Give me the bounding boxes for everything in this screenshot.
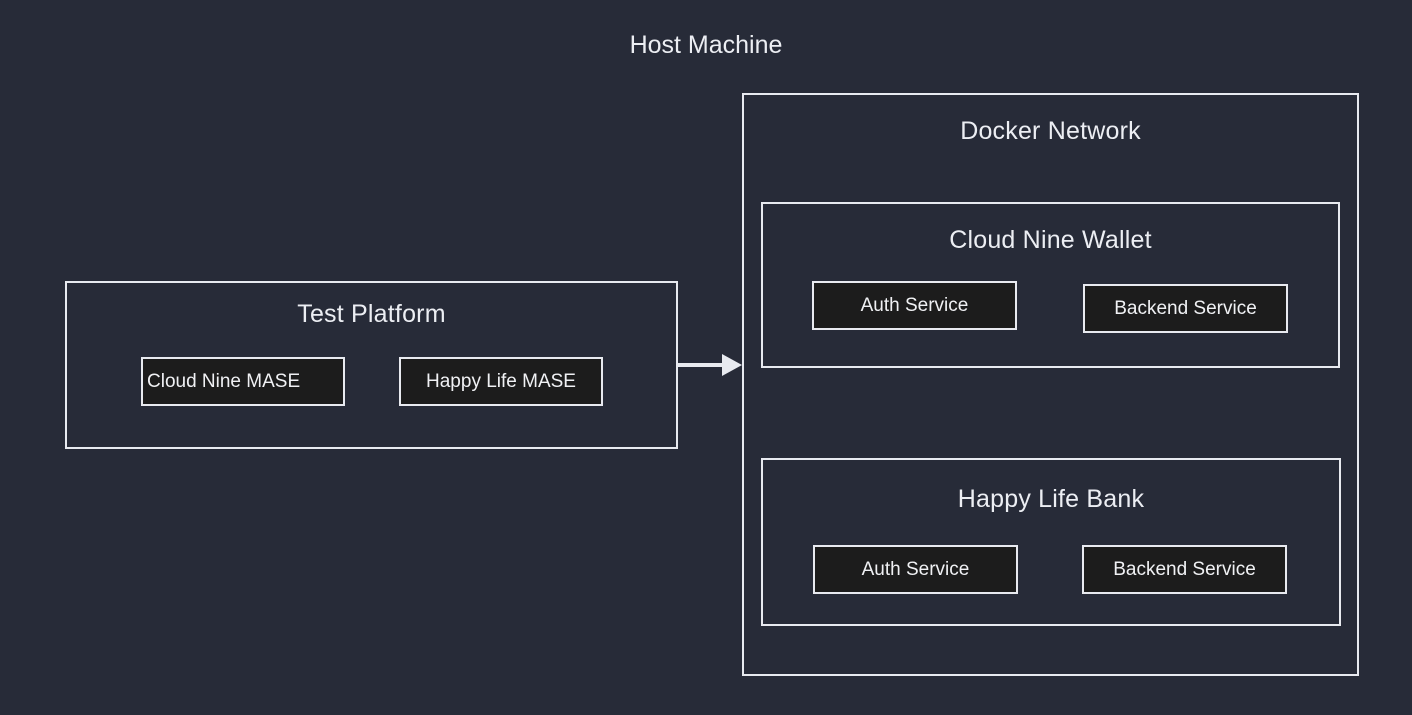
- docker-network-group: Docker Network: [742, 93, 1359, 676]
- host-machine-title: Host Machine: [629, 31, 783, 59]
- node-cloud-nine-mase[interactable]: Cloud Nine MASE: [141, 357, 345, 406]
- node-happy-life-mase-label: Happy Life MASE: [426, 370, 576, 392]
- node-happy-life-mase[interactable]: Happy Life MASE: [399, 357, 603, 406]
- node-happy-life-bank-backend-service-label: Backend Service: [1113, 558, 1256, 580]
- node-cloud-nine-mase-label: Cloud Nine MASE: [147, 370, 301, 392]
- node-happy-life-bank-auth-service[interactable]: Auth Service: [813, 545, 1018, 594]
- node-happy-life-bank-auth-service-label: Auth Service: [861, 558, 970, 580]
- node-cloud-nine-wallet-auth-service-label: Auth Service: [860, 294, 969, 316]
- arrow-right-icon: [678, 354, 742, 376]
- cloud-nine-wallet-title: Cloud Nine Wallet: [949, 226, 1152, 254]
- test-platform-title: Test Platform: [297, 300, 446, 328]
- node-cloud-nine-wallet-backend-service[interactable]: Backend Service: [1083, 284, 1288, 333]
- node-cloud-nine-wallet-auth-service[interactable]: Auth Service: [812, 281, 1017, 330]
- node-happy-life-bank-backend-service[interactable]: Backend Service: [1082, 545, 1287, 594]
- happy-life-bank-group: Happy Life Bank: [761, 458, 1341, 626]
- node-cloud-nine-wallet-backend-service-label: Backend Service: [1114, 297, 1257, 319]
- cloud-nine-wallet-group: Cloud Nine Wallet: [761, 202, 1340, 368]
- happy-life-bank-title: Happy Life Bank: [957, 485, 1145, 513]
- test-platform-group: Test Platform: [65, 281, 678, 449]
- docker-network-title: Docker Network: [960, 117, 1141, 145]
- test-platform-to-docker-network-arrow: [678, 350, 744, 380]
